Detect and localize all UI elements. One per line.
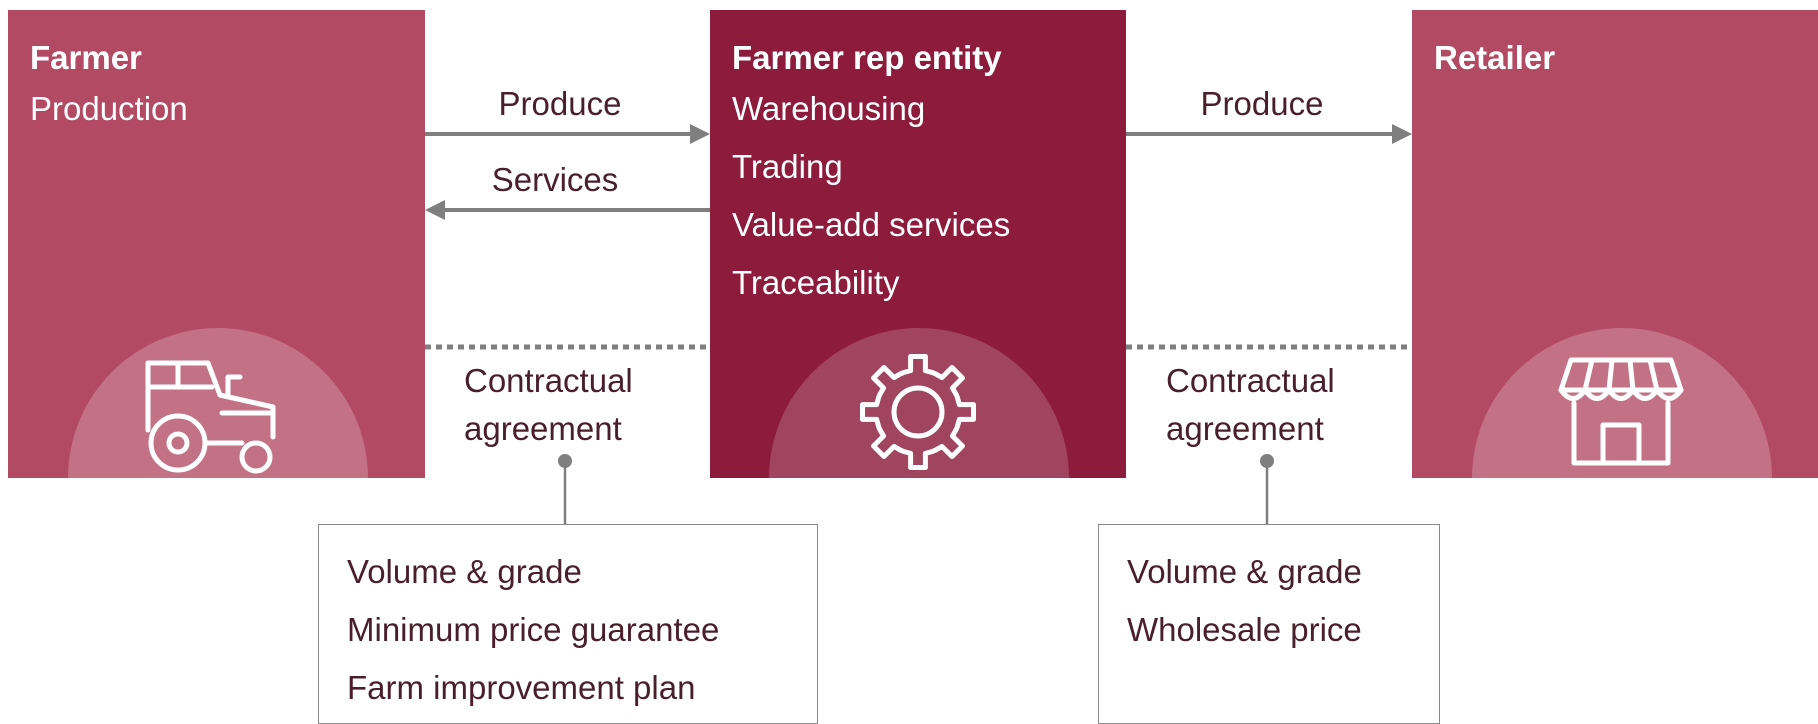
- arrow-produce-to-rep: [425, 124, 710, 144]
- flow-label-produce-left: Produce: [498, 85, 622, 122]
- term-right-wholesale-price: Wholesale price: [1127, 611, 1362, 648]
- storefront-icon: [1558, 357, 1684, 466]
- contract-label-left-line1: Contractual: [464, 362, 633, 399]
- rep-entity-line-trading: Trading: [732, 148, 843, 185]
- rep-entity-line-warehousing: Warehousing: [732, 90, 926, 127]
- connector-left: [558, 454, 572, 524]
- rep-entity-title: Farmer rep entity: [732, 39, 1002, 76]
- rep-entity-line-value-add: Value-add services: [732, 206, 1011, 243]
- term-left-volume-grade: Volume & grade: [347, 553, 582, 590]
- flow-label-produce-right: Produce: [1200, 85, 1324, 122]
- farmer-box: Farmer Production: [8, 10, 425, 478]
- tractor-icon: [145, 360, 276, 474]
- contract-label-right-line2: agreement: [1166, 410, 1324, 447]
- contract-label-right-line1: Contractual: [1166, 362, 1335, 399]
- terms-box-right: Volume & grade Wholesale price: [1098, 524, 1440, 724]
- term-left-farm-plan: Farm improvement plan: [347, 669, 696, 706]
- gear-icon: [859, 353, 977, 471]
- rep-entity-line-traceability: Traceability: [732, 264, 900, 301]
- retailer-title: Retailer: [1434, 39, 1556, 76]
- farmer-line: Production: [30, 90, 188, 127]
- farmer-title: Farmer: [30, 39, 142, 76]
- terms-box-left: Volume & grade Minimum price guarantee F…: [318, 524, 818, 724]
- arrow-services-to-farmer: [425, 200, 710, 220]
- rep-entity-box: Farmer rep entity Warehousing Trading Va…: [710, 10, 1126, 478]
- contract-label-left: Contractual agreement: [464, 357, 633, 453]
- term-left-min-price: Minimum price guarantee: [347, 611, 720, 648]
- connector-right: [1260, 454, 1274, 524]
- contract-label-left-line2: agreement: [464, 410, 622, 447]
- arrow-produce-to-retailer: [1126, 124, 1412, 144]
- retailer-box: Retailer: [1412, 10, 1818, 478]
- contract-label-right: Contractual agreement: [1166, 357, 1335, 453]
- term-right-volume-grade: Volume & grade: [1127, 553, 1362, 590]
- flow-label-services: Services: [491, 161, 619, 198]
